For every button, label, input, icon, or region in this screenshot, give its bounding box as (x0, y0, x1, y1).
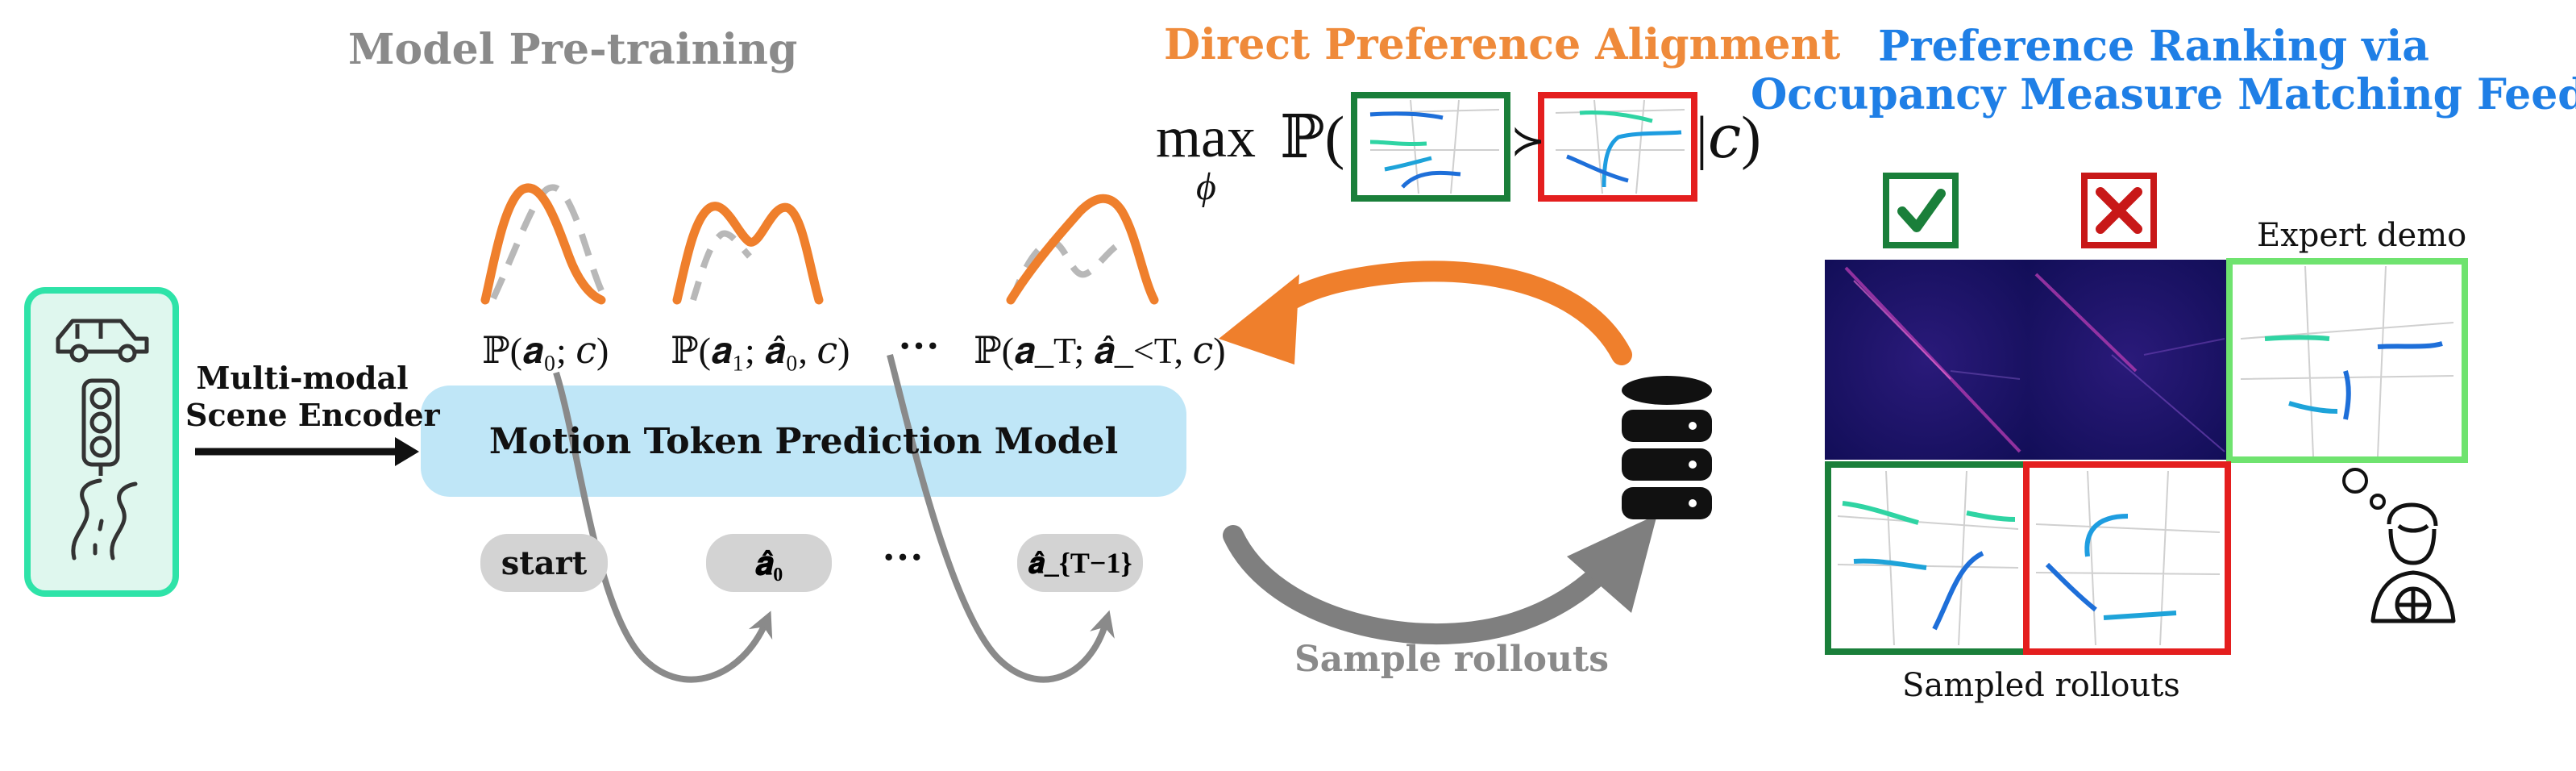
occupancy-heatmap-rejected (2028, 260, 2229, 460)
road-icon (71, 478, 138, 561)
distribution-curve-0 (480, 183, 609, 305)
sampled-rollouts-label: Sampled rollouts (1902, 667, 2180, 704)
encoder-label: Multi-modal Scene Encoder (185, 360, 440, 433)
formula-subscript: ϕ (1196, 165, 1216, 208)
dist-label-0: ℙ(𝒂₀; 𝑐) (482, 330, 609, 371)
token-start-label: start (501, 544, 588, 582)
checkmark-icon (1883, 173, 1959, 248)
encoder-label-line1: Multi-modal (196, 360, 409, 396)
traffic-light-icon (81, 378, 120, 476)
formula-succ: ≻ (1510, 119, 1546, 165)
distribution-curve-2 (1006, 194, 1159, 305)
alignment-arrow (1219, 260, 1632, 365)
autoregressive-arrow-1 (553, 371, 773, 683)
model-label: Motion Token Prediction Model (488, 421, 1119, 462)
ellipsis-bottom: ··· (882, 535, 924, 581)
thought-bubble (2342, 468, 2386, 510)
formula-prob: ℙ( (1280, 105, 1345, 171)
token-start: start (480, 534, 608, 592)
formula-max: max (1156, 105, 1256, 169)
database-icon (1622, 376, 1712, 519)
token-aT-1: 𝒂̂_{T−1} (1017, 534, 1143, 592)
token-a0: 𝒂̂₀ (706, 534, 832, 592)
car-icon (56, 319, 149, 363)
cross-icon (2081, 173, 2157, 248)
expert-demo-label: Expert demo (2257, 217, 2467, 254)
alignment-title: Direct Preference Alignment (1164, 20, 1841, 69)
ranking-title-line2: Occupancy Measure Matching Feedback (1751, 69, 2576, 119)
ellipsis-top: ··· (898, 323, 941, 369)
sample-rollouts-label: Sample rollouts (1294, 639, 1610, 680)
preferred-rollout-thumbnail (1351, 92, 1510, 202)
ranking-title: Preference Ranking via Occupancy Measure… (1751, 22, 2576, 119)
token-a0-label: 𝒂̂₀ (754, 544, 783, 581)
sample-rollouts-arrow (1223, 515, 1657, 645)
sampled-rollout-preferred (1825, 461, 2030, 655)
encoder-arrowhead (395, 437, 419, 466)
ranking-title-line1: Preference Ranking via (1878, 22, 2429, 71)
rejected-rollout-thumbnail (1538, 92, 1697, 202)
encoder-label-line2: Scene Encoder (185, 396, 440, 433)
token-aT-1-label: 𝒂̂_{T−1} (1028, 546, 1132, 579)
dist-label-2: ℙ(𝒂_T; 𝒂̂_<T, 𝑐) (974, 330, 1226, 371)
autoregressive-arrow-2 (887, 353, 1115, 683)
distribution-curve-1 (672, 202, 824, 305)
scene-input-box (24, 287, 179, 597)
expert-demo-panel (2226, 258, 2468, 463)
occupancy-heatmap-preferred (1825, 260, 2028, 460)
sampled-rollout-rejected (2023, 461, 2231, 655)
formula-end: |𝑐) (1696, 105, 1761, 171)
model-box (421, 386, 1186, 497)
dist-label-1: ℙ(𝒂₁; 𝒂̂₀, 𝑐) (671, 330, 850, 371)
pretraining-title: Model Pre-training (348, 25, 798, 74)
driver-person-icon (2370, 502, 2456, 623)
